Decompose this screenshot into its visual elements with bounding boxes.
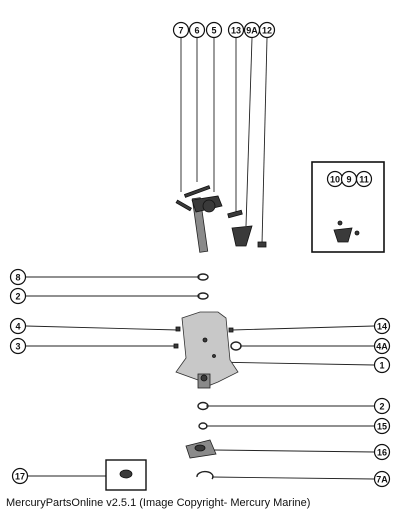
callout-7a: 7A [373, 470, 391, 488]
snap-ring-part [196, 470, 214, 480]
shift-cam-part [227, 209, 253, 247]
svg-text:1: 1 [379, 361, 384, 371]
svg-text:15: 15 [377, 422, 387, 432]
callout-3: 3 [9, 337, 27, 355]
svg-text:9A: 9A [246, 26, 258, 36]
housing-fittings [173, 326, 242, 351]
upper-rings [197, 273, 209, 300]
callout-5: 5 [205, 21, 223, 39]
callout-2-lower: 2 [373, 397, 391, 415]
callout-4: 4 [9, 317, 27, 335]
callout-12: 12 [258, 21, 276, 39]
svg-text:14: 14 [377, 322, 387, 332]
callout-15: 15 [373, 417, 391, 435]
callout-2-upper: 2 [9, 287, 27, 305]
svg-text:3: 3 [15, 342, 20, 352]
callout-4a: 4A [373, 337, 391, 355]
callout-9a: 9A [243, 21, 261, 39]
svg-text:7A: 7A [376, 475, 388, 485]
svg-text:11: 11 [359, 175, 369, 185]
callout-16: 16 [373, 443, 391, 461]
parts-illustration [105, 161, 385, 491]
svg-text:8: 8 [15, 273, 20, 283]
svg-text:4: 4 [15, 322, 20, 332]
callout-7: 7 [172, 21, 190, 39]
shift-shaft-part [191, 195, 223, 253]
svg-text:2: 2 [15, 292, 20, 302]
callout-9: 9 [340, 170, 358, 188]
svg-text:17: 17 [15, 472, 25, 482]
svg-text:6: 6 [194, 26, 199, 36]
boxed-part-17 [105, 459, 147, 491]
copyright-caption: MercuryPartsOnline v2.5.1 (Image Copyrig… [6, 497, 311, 509]
callout-17: 17 [11, 467, 29, 485]
callout-6: 6 [188, 21, 206, 39]
svg-text:4A: 4A [376, 342, 388, 352]
callout-14: 14 [373, 317, 391, 335]
callout-13: 13 [227, 21, 245, 39]
inset-detail [311, 161, 385, 253]
callout-10: 10 [326, 170, 344, 188]
svg-text:2: 2 [379, 402, 384, 412]
svg-text:12: 12 [262, 26, 272, 36]
callout-11: 11 [355, 170, 373, 188]
callout-8: 8 [9, 268, 27, 286]
svg-text:9: 9 [346, 175, 351, 185]
svg-text:13: 13 [231, 26, 241, 36]
shift-pins-part [175, 185, 211, 212]
screw-part [257, 241, 267, 248]
callout-1: 1 [373, 356, 391, 374]
bracket-part [185, 439, 217, 459]
svg-text:16: 16 [377, 448, 387, 458]
svg-text:5: 5 [211, 26, 216, 36]
svg-text:7: 7 [178, 26, 183, 36]
lower-rings [197, 401, 209, 430]
housing-part [175, 311, 239, 389]
svg-text:10: 10 [330, 175, 340, 185]
leader-lines [25, 37, 375, 480]
